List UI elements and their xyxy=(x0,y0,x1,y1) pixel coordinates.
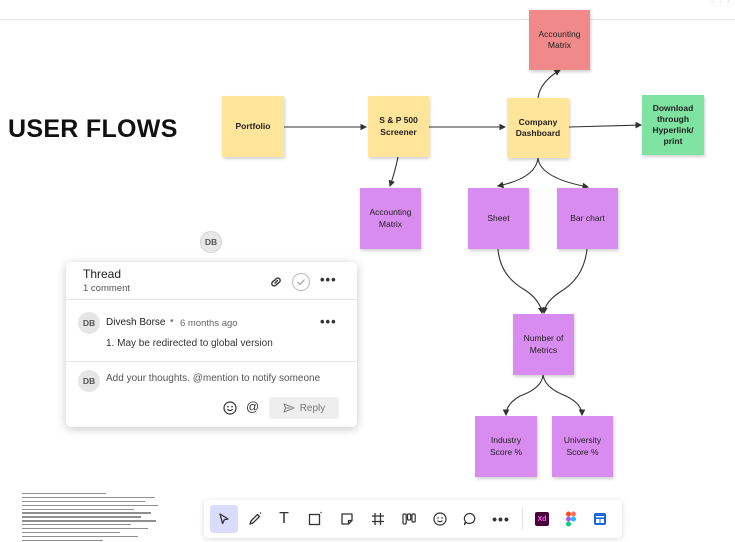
connector-dashboard-barchart xyxy=(537,157,590,190)
adobe-xd-icon[interactable]: Xd xyxy=(528,505,556,533)
connector-dashboard-download xyxy=(568,121,643,129)
tiny-notes-block xyxy=(22,493,162,542)
connector-dashboard-accounting xyxy=(537,69,561,99)
link-icon[interactable] xyxy=(268,274,284,290)
comment-author: Divesh Borse xyxy=(106,317,166,328)
sticky-dashboard[interactable]: Company Dashboard xyxy=(507,98,569,158)
comment-icon[interactable] xyxy=(456,505,484,533)
window-controls-icon[interactable]: · · · xyxy=(710,0,731,7)
sticky-portfolio[interactable]: Portfolio xyxy=(222,96,284,157)
emoji-icon[interactable] xyxy=(223,401,237,415)
comment-count: 1 comment xyxy=(83,283,130,294)
text-icon[interactable]: T xyxy=(279,510,289,527)
more-icon[interactable]: ••• xyxy=(492,511,510,527)
select-icon[interactable] xyxy=(210,505,238,533)
thread-divider xyxy=(66,361,357,362)
sticky-university-score[interactable]: University Score % xyxy=(552,416,613,477)
comment-more-icon[interactable]: ••• xyxy=(320,314,337,329)
comment-timestamp: 6 months ago xyxy=(180,318,238,329)
figma-icon[interactable] xyxy=(557,505,585,533)
connector-barchart-metrics xyxy=(541,248,588,315)
sticky-industry-score[interactable]: Industry Score % xyxy=(475,416,537,477)
reply-button[interactable]: Reply xyxy=(269,397,339,419)
comment-body: 1. May be redirected to global version xyxy=(106,338,273,349)
check-circle-icon[interactable] xyxy=(292,273,310,291)
frame-icon[interactable] xyxy=(364,505,392,533)
send-icon xyxy=(283,403,295,413)
connector-metrics-industry xyxy=(502,374,544,417)
sticker-icon[interactable] xyxy=(426,505,454,533)
sticky-download[interactable]: Download through Hyperlink/ print xyxy=(642,95,704,155)
sticky-sheet[interactable]: Sheet xyxy=(468,188,529,249)
shape-icon[interactable] xyxy=(301,505,329,533)
pen-icon[interactable] xyxy=(241,505,269,533)
template-icon[interactable] xyxy=(395,505,423,533)
sticky-screener[interactable]: S & P 500 Screener xyxy=(368,96,429,157)
bottom-toolbar: T ••• Xd xyxy=(204,500,622,538)
thread-more-icon[interactable]: ••• xyxy=(320,272,337,287)
reply-input[interactable]: Add your thoughts. @mention to notify so… xyxy=(106,373,321,384)
connector-sheet-metrics xyxy=(497,248,545,315)
toolbar-divider xyxy=(522,508,523,530)
sticky-number-of-metrics[interactable]: Number of Metrics xyxy=(513,314,574,375)
reply-avatar: DB xyxy=(78,370,100,392)
connector-screener-accounting xyxy=(388,156,399,188)
app-integration-icon[interactable] xyxy=(586,505,614,533)
page-title: USER FLOWS xyxy=(8,115,178,143)
sticky-note-icon[interactable] xyxy=(333,505,361,533)
comment-thread-panel: Thread 1 comment ••• DB Divesh Borse • 6… xyxy=(66,262,357,427)
connector-metrics-university xyxy=(542,374,586,417)
sticky-accounting-top[interactable]: Accounting Matrix xyxy=(529,10,590,70)
comment-separator: • xyxy=(170,316,174,327)
thread-header: Thread 1 comment ••• xyxy=(66,262,357,300)
reply-button-label: Reply xyxy=(299,402,326,414)
sticky-bar-chart[interactable]: Bar chart xyxy=(557,188,618,249)
sticky-accounting-left[interactable]: Accounting Matrix xyxy=(360,188,421,249)
mention-icon[interactable]: @ xyxy=(246,399,260,414)
connector-dashboard-sheet xyxy=(496,157,539,189)
comment-pin-avatar[interactable]: DB xyxy=(200,231,222,253)
avatar: DB xyxy=(78,312,100,334)
thread-title: Thread xyxy=(83,267,122,281)
